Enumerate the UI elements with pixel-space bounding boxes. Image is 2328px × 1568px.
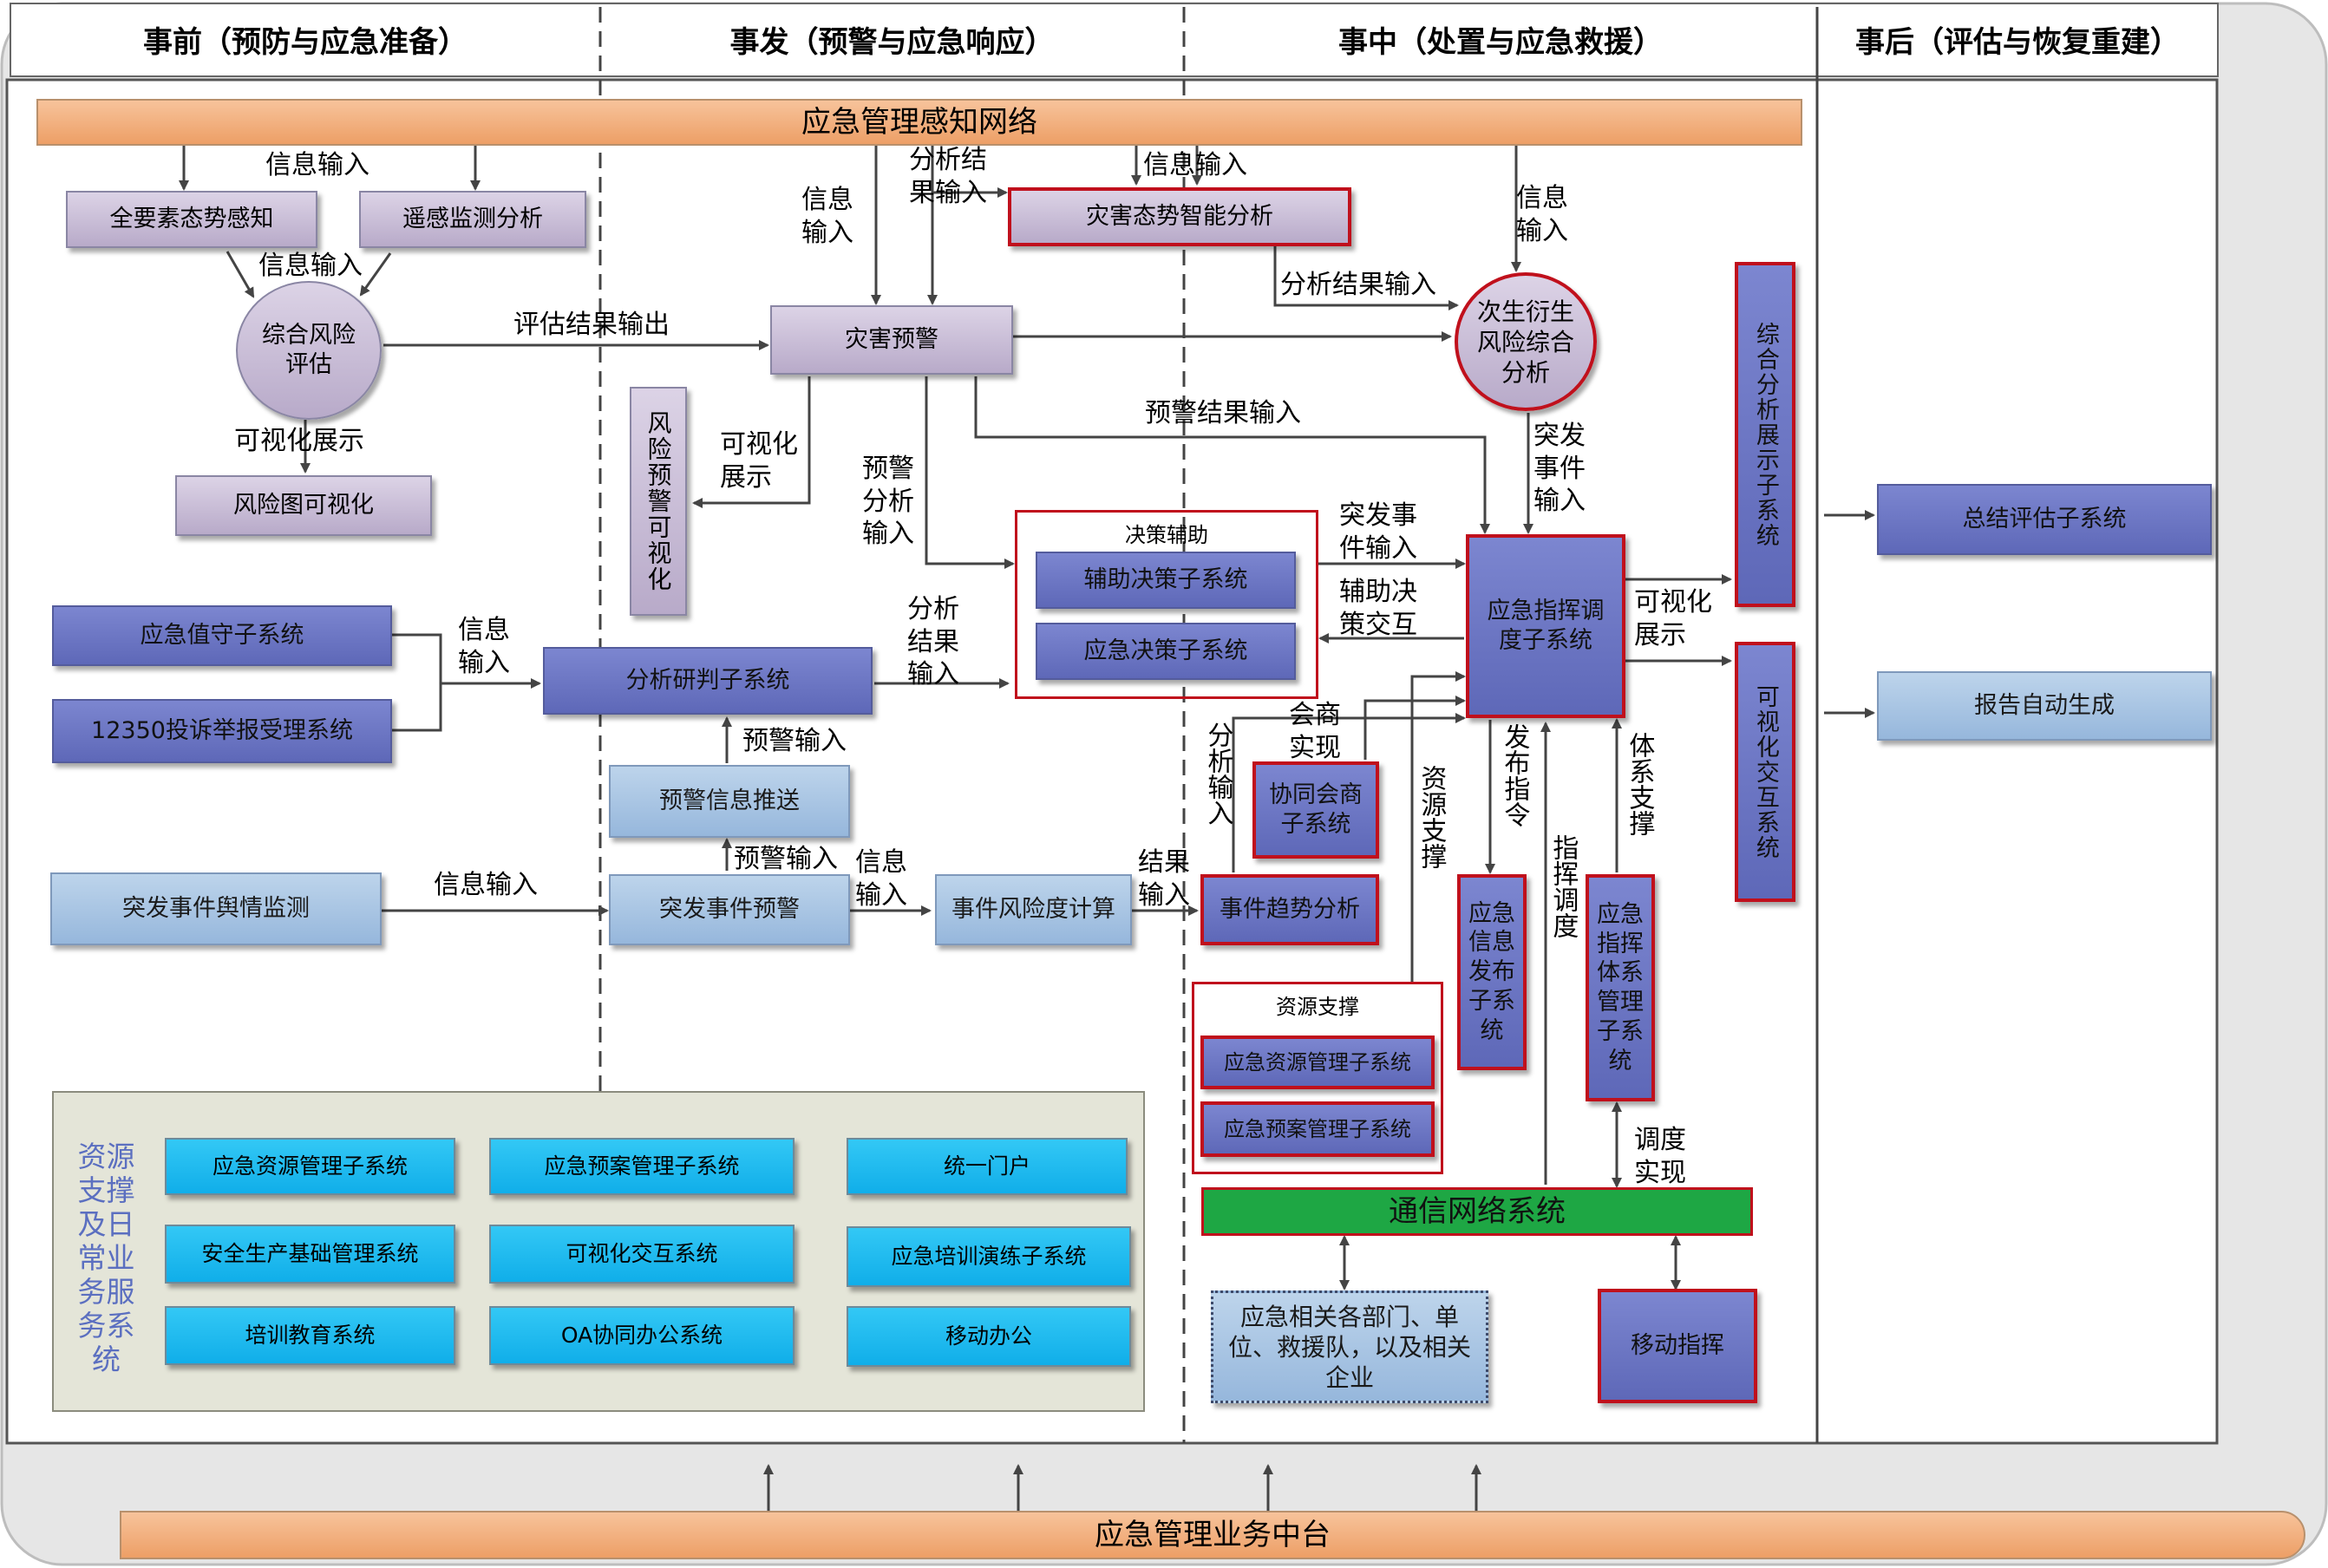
node-duty: 应急值守子系统 — [52, 605, 392, 666]
group-decision-support: 决策辅助 — [1015, 510, 1318, 699]
edge-label-analysis-input: 分析输入 — [1202, 722, 1233, 826]
resource-item: OA协同办公系统 — [489, 1306, 795, 1365]
business-platform-bar: 应急管理业务中台 — [120, 1511, 2305, 1559]
node-cooperative-consult: 协同会商子系统 — [1252, 761, 1379, 859]
node-risk-evaluation: 综合风险评估 — [236, 281, 382, 420]
edge-label-info-input: 信息输入 — [1516, 183, 1568, 246]
edge-label-analysis-result-input: 分析结果输入 — [909, 145, 987, 208]
node-event-risk-calc: 事件风险度计算 — [935, 874, 1132, 945]
edge-label-release-command: 发布指令 — [1499, 723, 1530, 827]
perception-network-bar: 应急管理感知网络 — [36, 99, 1802, 146]
group-resource-title: 资源支撑 — [1276, 995, 1359, 1019]
node-mobile-command: 移动指挥 — [1598, 1289, 1757, 1403]
resource-item: 应急预案管理子系统 — [489, 1138, 795, 1195]
comm-network-bar: 通信网络系统 — [1201, 1187, 1753, 1236]
resource-item: 应急资源管理子系统 — [165, 1138, 455, 1195]
edge-label-eval-output: 评估结果输出 — [513, 310, 670, 340]
node-assist-decision: 辅助决策子系统 — [1036, 552, 1296, 609]
resource-item: 可视化交互系统 — [489, 1225, 795, 1284]
node-remote-sensing: 遥感监测分析 — [359, 191, 586, 248]
edge-label-consultation: 会商实现 — [1289, 700, 1341, 763]
node-research: 分析研判子系统 — [543, 647, 873, 715]
node-info-release: 应急信息发布子系统 — [1457, 874, 1527, 1070]
resource-panel-title: 资源支撑及日常业务服务系统 — [77, 1140, 135, 1376]
node-trend-analysis: 事件趋势分析 — [1200, 874, 1379, 945]
node-command-dispatch: 应急指挥调度子系统 — [1466, 534, 1625, 718]
node-secondary-risk: 次生衍生风险综合分析 — [1455, 272, 1597, 411]
resource-item: 安全生产基础管理系统 — [165, 1225, 455, 1284]
edge-label-visual-display: 可视化展示 — [1634, 587, 1712, 650]
node-all-element-awareness: 全要素态势感知 — [66, 191, 317, 248]
node-related-departments: 应急相关各部门、单位、救援队，以及相关企业 — [1211, 1290, 1488, 1403]
edge-label-info-input: 信息输入 — [458, 615, 510, 678]
phase-header-onset: 事发（预警与应急响应） — [729, 24, 1055, 60]
node-opinion-monitor: 突发事件舆情监测 — [50, 872, 382, 945]
node-summary-evaluation: 总结评估子系统 — [1877, 484, 2212, 555]
node-warning-push: 预警信息推送 — [609, 765, 850, 838]
edge-label-info-input: 信息输入 — [1143, 150, 1247, 180]
edge-label-event-input: 突发事件输入 — [1533, 421, 1586, 516]
resource-item: 统一门户 — [847, 1138, 1128, 1195]
edge-label-info-input: 信息输入 — [801, 185, 853, 248]
phase-header-during: 事中（处置与应急救援） — [1338, 24, 1663, 60]
edge-label-command-dispatch: 指挥调度 — [1547, 834, 1579, 938]
resource-item: 培训教育系统 — [165, 1306, 455, 1365]
edge-label-analysis-result-input: 分析结果输入 — [1280, 270, 1436, 300]
node-risk-warning-visual: 风险预警可视化 — [630, 387, 687, 616]
node-complaint: 12350投诉举报受理系统 — [52, 699, 392, 763]
resource-item: 应急培训演练子系统 — [847, 1226, 1131, 1287]
group-decision-title: 决策辅助 — [1125, 523, 1208, 547]
node-disaster-warning: 灾害预警 — [770, 305, 1013, 375]
node-visual-interaction: 可视化交互系统 — [1735, 642, 1795, 902]
edge-label-warning-result-input: 预警结果输入 — [1145, 398, 1301, 428]
edge-label-result-input: 结果输入 — [1138, 847, 1190, 911]
node-event-warning: 突发事件预警 — [609, 874, 850, 945]
resource-item: 移动办公 — [847, 1306, 1131, 1367]
edge-label-analysis-result-input: 分析结果输入 — [907, 594, 959, 689]
edge-label-system-support: 体系支撑 — [1624, 732, 1655, 836]
edge-label-info-input: 信息输入 — [258, 251, 363, 281]
edge-label-dispatch-impl: 调度实现 — [1634, 1125, 1686, 1188]
node-resource-mgmt: 应急资源管理子系统 — [1200, 1036, 1435, 1089]
node-emergency-decision: 应急决策子系统 — [1036, 623, 1296, 680]
node-report-generation: 报告自动生成 — [1877, 671, 2212, 741]
edge-label-warning-input: 预警输入 — [742, 726, 847, 756]
edge-label-warning-analysis-input: 预警分析输入 — [862, 454, 914, 549]
edge-label-event-input: 突发事件输入 — [1339, 500, 1417, 564]
node-risk-map: 风险图可视化 — [175, 475, 432, 536]
edge-label-info-input: 信息输入 — [265, 150, 369, 180]
phase-header-before: 事前（预防与应急准备） — [143, 24, 468, 60]
node-plan-mgmt: 应急预案管理子系统 — [1200, 1101, 1435, 1157]
edge-label-visual-display: 可视化展示 — [234, 426, 364, 456]
edge-label-assist-interaction: 辅助决策交互 — [1339, 577, 1417, 640]
edge-label-visual-display: 可视化展示 — [720, 429, 798, 493]
group-resource-support: 资源支撑 — [1192, 982, 1443, 1174]
node-command-system-mgmt: 应急指挥体系管理子系统 — [1586, 874, 1655, 1101]
node-disaster-ai-analysis: 灾害态势智能分析 — [1008, 187, 1351, 246]
phase-header-after: 事后（评估与恢复重建） — [1855, 24, 2180, 60]
edge-label-info-input: 信息输入 — [434, 870, 538, 900]
edge-label-resource-support: 资源支撑 — [1416, 765, 1447, 869]
edge-label-warning-input: 预警输入 — [734, 844, 838, 874]
node-summary-display: 综合分析展示子系统 — [1735, 262, 1795, 607]
edge-label-info-input: 信息输入 — [855, 847, 907, 911]
